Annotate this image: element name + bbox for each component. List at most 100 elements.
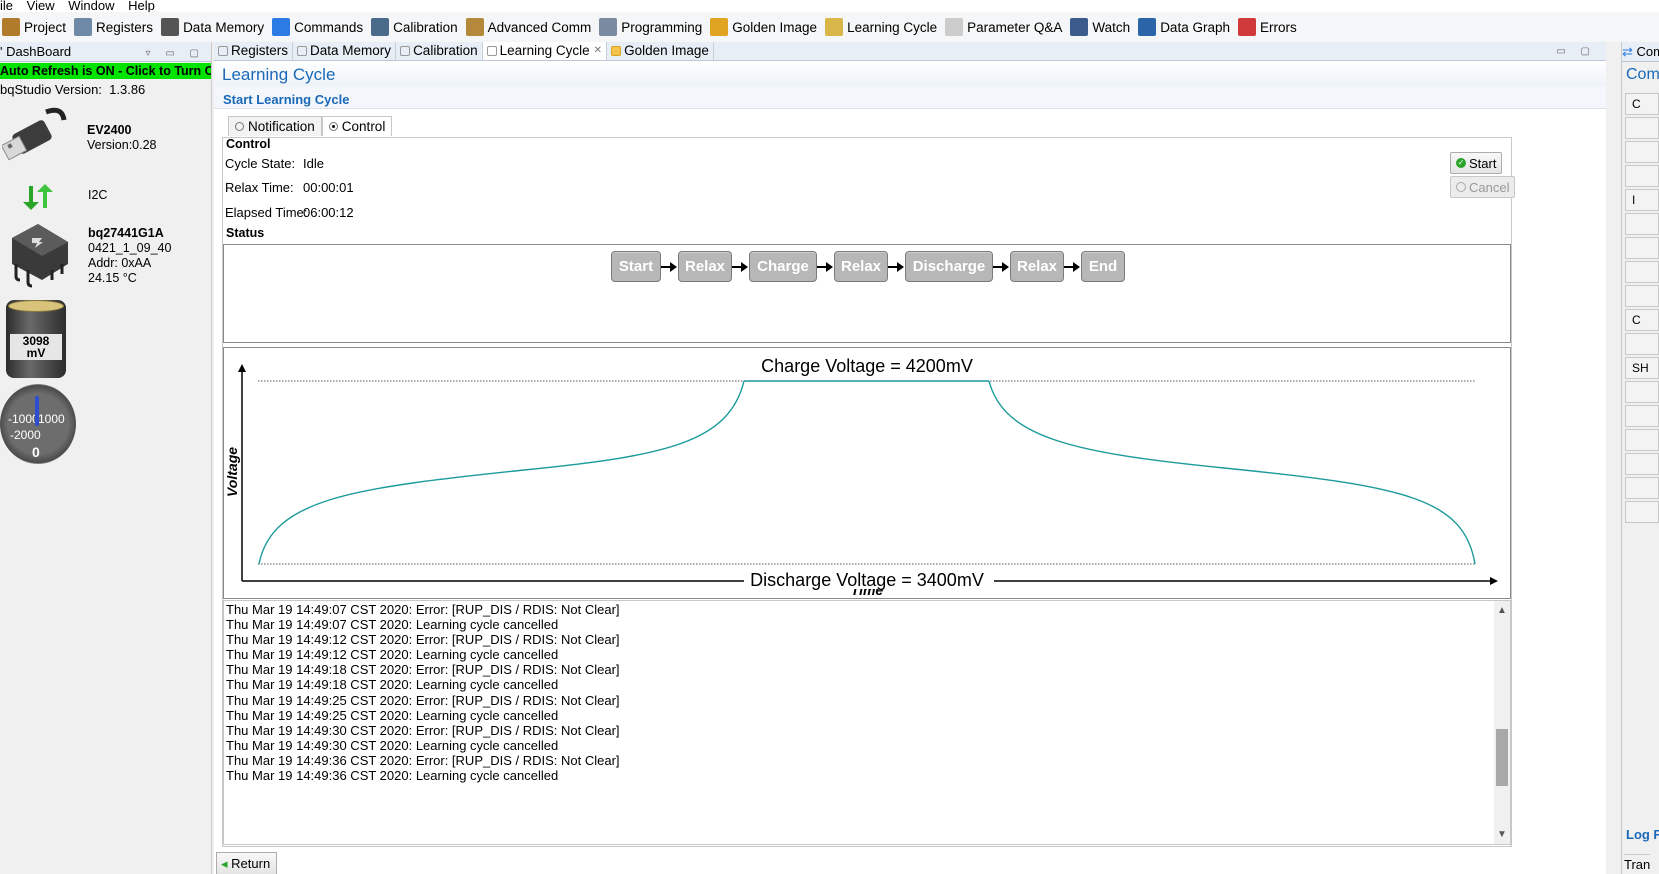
command-button[interactable] bbox=[1625, 117, 1659, 139]
toolbar-parameter-q-a-button[interactable]: Parameter Q&A bbox=[943, 15, 1068, 39]
registers-gear-icon bbox=[218, 46, 228, 56]
panel-splitter[interactable] bbox=[1607, 42, 1621, 874]
toolbar-label: Learning Cycle bbox=[847, 19, 938, 35]
start-button-label: Start bbox=[1469, 155, 1497, 171]
command-button[interactable] bbox=[1625, 261, 1659, 283]
menu-file[interactable]: ile bbox=[0, 0, 14, 12]
scroll-thumb[interactable] bbox=[1496, 729, 1508, 786]
transaction-tab[interactable]: Tran bbox=[1624, 854, 1651, 872]
command-button[interactable] bbox=[1625, 285, 1659, 307]
menu-help[interactable]: Help bbox=[128, 0, 155, 12]
dashboard-panel: ' DashBoard ▿ ▭ ▢ Auto Refresh is ON - C… bbox=[0, 42, 212, 874]
discharge-voltage-label: Discharge Voltage = 3400mV bbox=[750, 570, 984, 590]
auto-refresh-toggle[interactable]: Auto Refresh is ON - Click to Turn Off bbox=[0, 63, 211, 79]
editor-window-controls[interactable]: ▭ ▢ bbox=[1556, 46, 1596, 57]
voltage-diagram-svg: Time Discharge Voltage = 3400mV Charge V… bbox=[224, 356, 1498, 598]
gauge-needle bbox=[35, 396, 39, 426]
log-file-label: Log F bbox=[1626, 827, 1659, 842]
command-button[interactable]: SH bbox=[1625, 357, 1659, 379]
menu-view[interactable]: View bbox=[26, 0, 55, 12]
version-line: bqStudio Version: 1.3.86 bbox=[0, 79, 211, 97]
relax-time-value: 00:00:01 bbox=[303, 180, 354, 195]
gauge-label-neg1000: -1000 bbox=[8, 412, 39, 426]
dashboard-tab[interactable]: ' DashBoard ▿ ▭ ▢ bbox=[0, 42, 211, 62]
toolbar-commands-button[interactable]: Commands bbox=[270, 15, 369, 39]
dashboard-tab-controls[interactable]: ▿ ▭ ▢ bbox=[145, 48, 205, 59]
command-button[interactable]: I bbox=[1625, 189, 1659, 211]
toolbar-learning-cycle-button[interactable]: Learning Cycle bbox=[823, 15, 943, 39]
bus-type: I2C bbox=[88, 188, 108, 202]
command-button[interactable] bbox=[1625, 477, 1659, 499]
toolbar-label: Project bbox=[24, 19, 67, 35]
command-button[interactable] bbox=[1625, 141, 1659, 163]
version-value: 1.3.86 bbox=[109, 82, 146, 97]
menu-window[interactable]: Window bbox=[68, 0, 115, 12]
check-icon: ✓ bbox=[1456, 158, 1466, 168]
command-button[interactable] bbox=[1625, 405, 1659, 427]
chip-name: bq27441G1A bbox=[88, 226, 164, 240]
page-subtitle: Start Learning Cycle bbox=[214, 86, 1606, 109]
menu-bar: ile View Window Help bbox=[0, 0, 1659, 12]
return-button[interactable]: ◂ Return bbox=[216, 852, 278, 874]
start-button[interactable]: ✓ Start bbox=[1450, 152, 1503, 174]
toolbar-data-memory-button[interactable]: Data Memory bbox=[159, 15, 270, 39]
command-button[interactable] bbox=[1625, 165, 1659, 187]
event-log[interactable]: Thu Mar 19 14:49:07 CST 2020: Error: [RU… bbox=[223, 600, 1511, 845]
gauge-value: 0 bbox=[32, 444, 40, 460]
toolbar-golden-image-button[interactable]: Golden Image bbox=[708, 15, 823, 39]
learning-cycle-icon bbox=[825, 18, 844, 36]
learning-cycle-icon bbox=[486, 46, 497, 56]
return-button-label: Return bbox=[231, 856, 271, 871]
command-button[interactable] bbox=[1625, 429, 1659, 451]
toolbar-data-graph-button[interactable]: Data Graph bbox=[1136, 15, 1236, 39]
scroll-down-icon[interactable]: ▼ bbox=[1497, 828, 1507, 840]
voltage-diagram: Time Discharge Voltage = 3400mV Charge V… bbox=[223, 347, 1511, 599]
tab-close-icon[interactable]: ✕ bbox=[593, 45, 603, 56]
charge-curve bbox=[258, 380, 745, 565]
command-button[interactable]: C bbox=[1625, 93, 1659, 115]
command-button[interactable] bbox=[1625, 381, 1659, 403]
tab-label: Data Memory bbox=[310, 43, 392, 58]
y-axis-label: Voltage bbox=[224, 447, 240, 497]
toolbar-label: Golden Image bbox=[732, 19, 818, 35]
tab-data-memory[interactable]: Data Memory bbox=[293, 42, 397, 60]
command-button[interactable] bbox=[1625, 501, 1659, 523]
toolbar-project-button[interactable]: Project bbox=[0, 15, 72, 39]
stage-start: Start bbox=[611, 251, 661, 282]
tab-golden-image[interactable]: Golden Image bbox=[607, 42, 714, 60]
command-button[interactable] bbox=[1625, 213, 1659, 235]
toolbar-programming-button[interactable]: Programming bbox=[597, 15, 708, 39]
toolbar-errors-button[interactable]: Errors bbox=[1236, 15, 1303, 39]
cancel-button-label: Cancel bbox=[1469, 179, 1510, 195]
toolbar-calibration-button[interactable]: Calibration bbox=[369, 15, 464, 39]
scroll-up-icon[interactable]: ▲ bbox=[1497, 605, 1507, 616]
cancel-button[interactable]: Cancel bbox=[1450, 176, 1516, 198]
command-button[interactable] bbox=[1625, 453, 1659, 475]
tab-control[interactable]: Control bbox=[321, 116, 393, 136]
log-scrollbar[interactable]: ▲ ▼ bbox=[1494, 601, 1510, 844]
tab-notification[interactable]: Notification bbox=[228, 116, 322, 136]
log-line: Thu Mar 19 14:49:18 CST 2020: Error: [RU… bbox=[226, 662, 620, 678]
toolbar-label: Registers bbox=[96, 19, 154, 35]
command-button[interactable] bbox=[1625, 237, 1659, 259]
version-label: bqStudio Version: bbox=[0, 82, 102, 97]
tab-registers[interactable]: Registers bbox=[214, 42, 294, 60]
toolbar-watch-button[interactable]: Watch bbox=[1068, 15, 1136, 39]
stage-relax: Relax bbox=[834, 251, 888, 282]
registers-gear-icon bbox=[74, 18, 93, 36]
command-button[interactable] bbox=[1625, 333, 1659, 355]
tab-learning-cycle[interactable]: Learning Cycle✕ bbox=[482, 42, 608, 60]
discharge-curve bbox=[988, 380, 1476, 565]
stage-discharge: Discharge bbox=[905, 251, 993, 282]
commands-tab[interactable]: ⇄ Com bbox=[1622, 42, 1659, 62]
toolbar-advanced-comm-button[interactable]: Advanced Comm bbox=[464, 15, 598, 39]
toolbar-registers-button[interactable]: Registers bbox=[72, 15, 159, 39]
x-axis-arrow-icon bbox=[1490, 577, 1498, 585]
toolbar-label: Commands bbox=[294, 19, 364, 35]
y-axis-arrow-icon bbox=[238, 364, 246, 372]
command-button[interactable]: C bbox=[1625, 309, 1659, 331]
battery-voltage-indicator: 3098 mV bbox=[6, 300, 66, 378]
current-gauge: -1000 1000 -2000 0 bbox=[0, 384, 76, 464]
tab-calibration[interactable]: Calibration bbox=[396, 42, 483, 60]
status-group-label: Status bbox=[226, 226, 265, 240]
